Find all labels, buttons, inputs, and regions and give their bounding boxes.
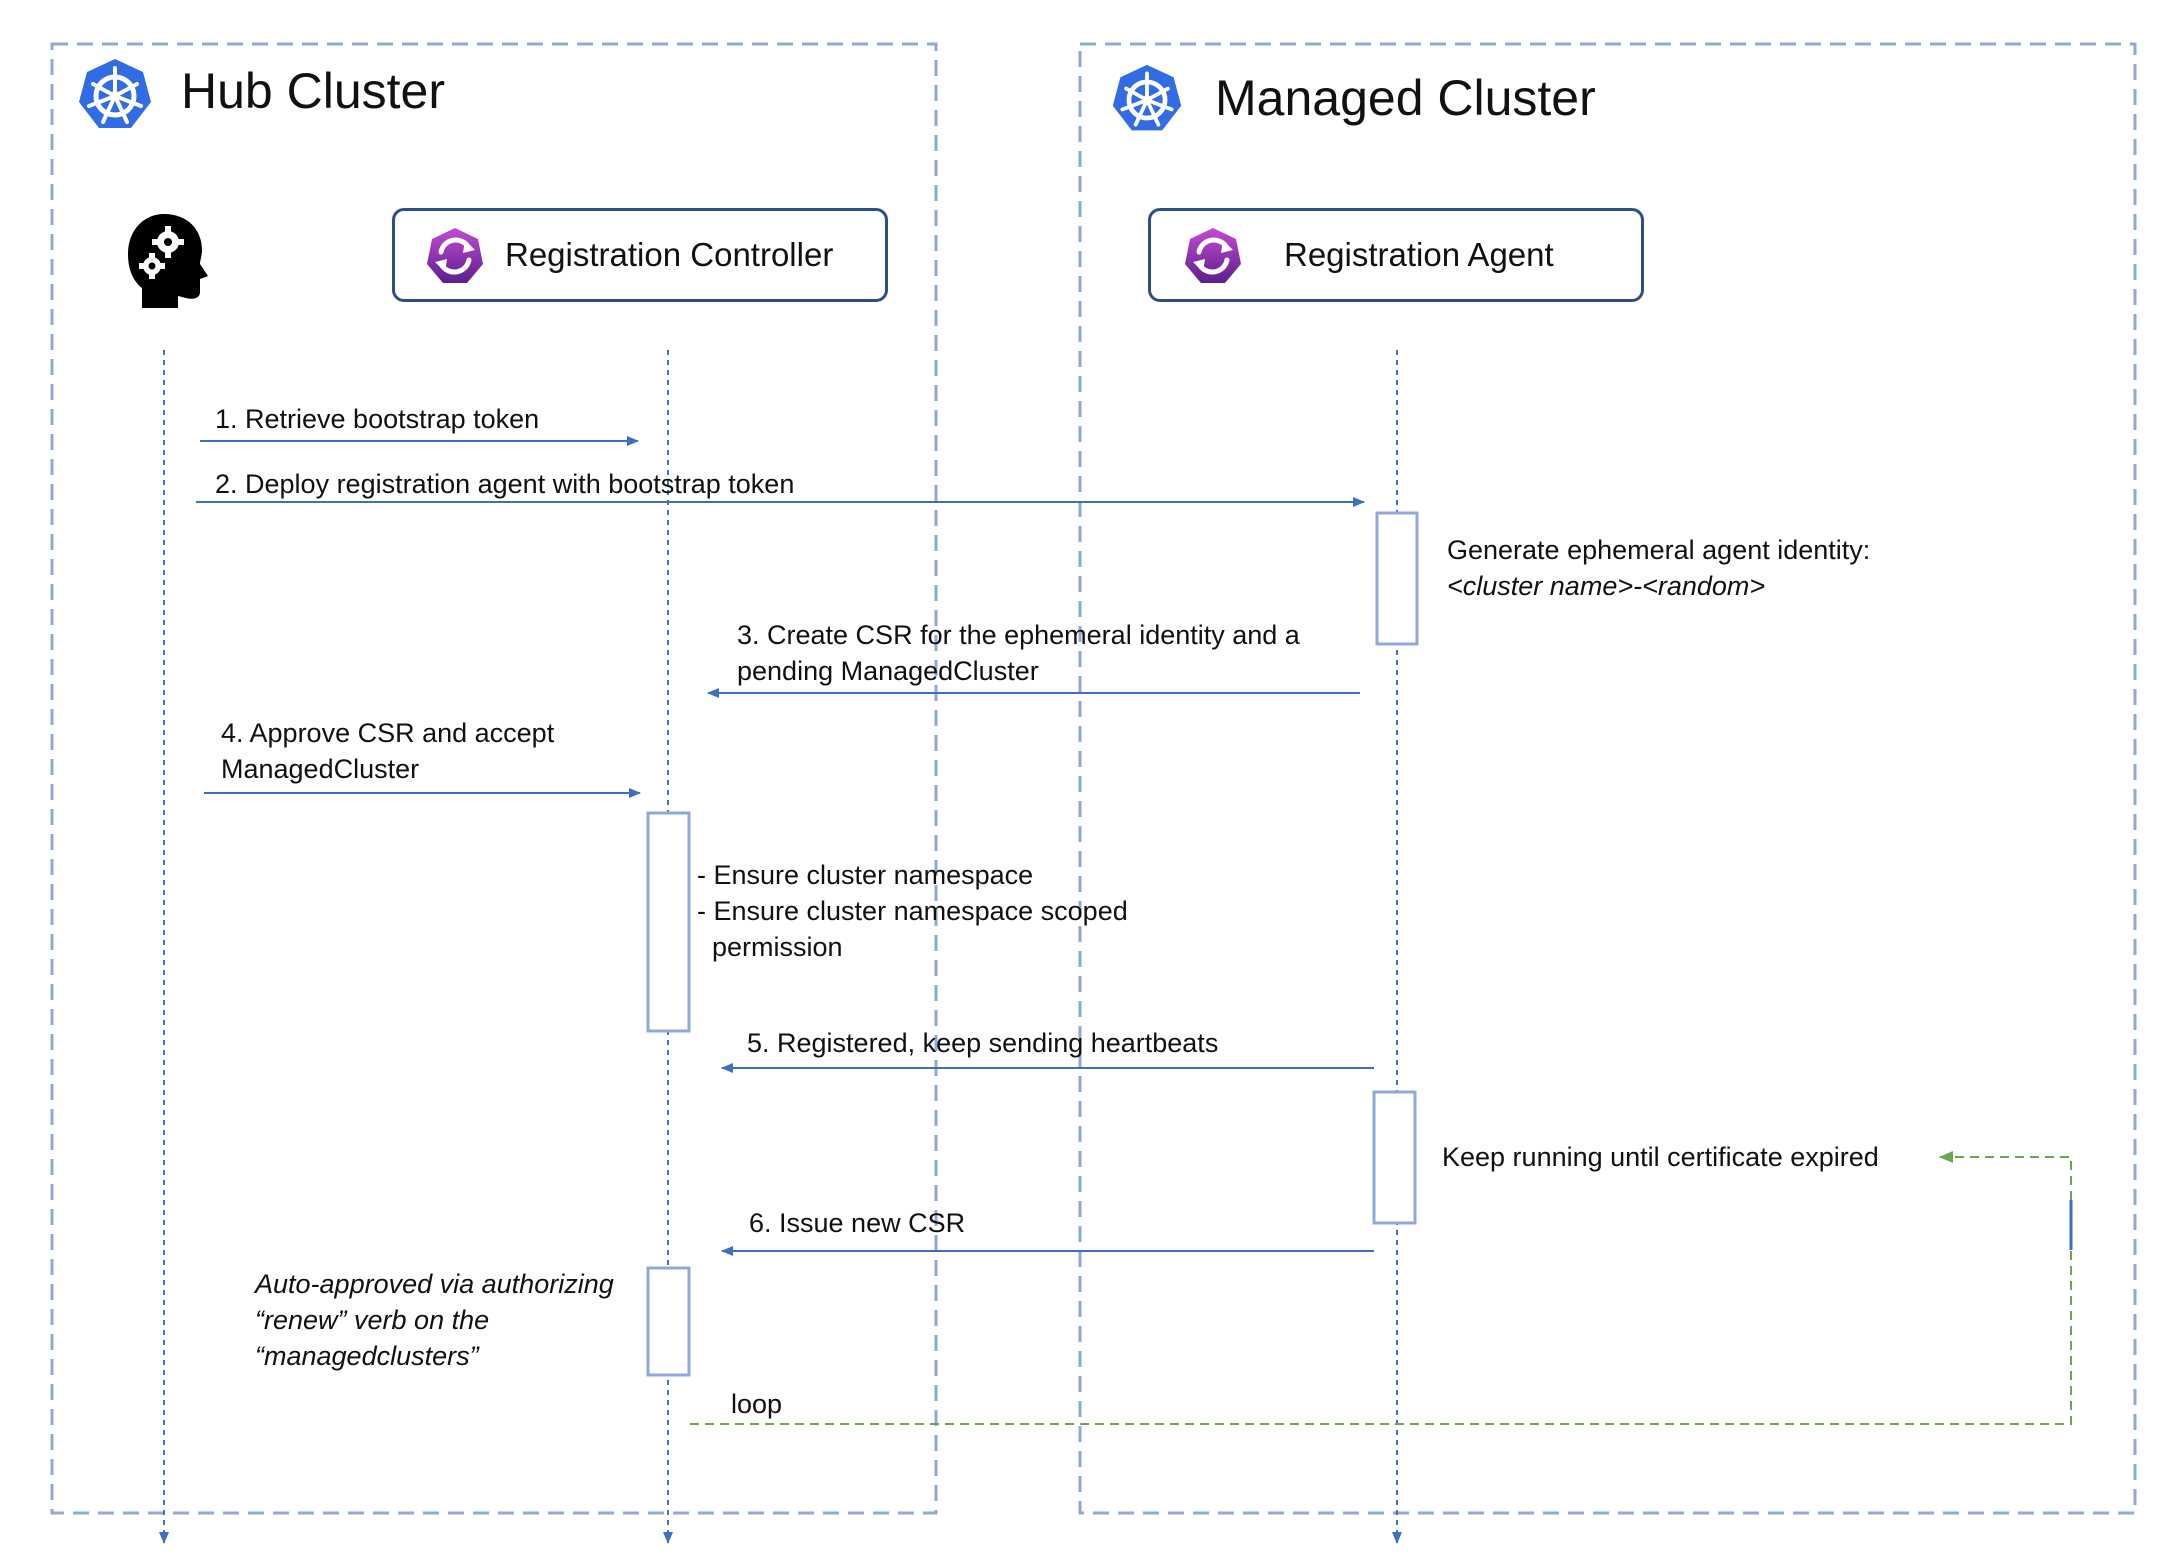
message-4-label-line2: ManagedCluster	[221, 754, 420, 784]
managed-cluster-frame	[1078, 42, 2137, 1515]
admin-head-gears-icon	[126, 212, 208, 308]
message-2-label: 2. Deploy registration agent with bootst…	[215, 469, 795, 499]
auto-approved-note-line2: “renew” verb on the	[255, 1305, 490, 1335]
controller-activation-ensure	[646, 811, 691, 1033]
message-4-label-line1: 4. Approve CSR and accept	[221, 718, 555, 748]
managed-kubernetes-icon	[1109, 62, 1185, 138]
message-6-label: 6. Issue new CSR	[749, 1208, 966, 1238]
managed-cluster-title: Managed Cluster	[1215, 70, 1596, 126]
hub-kubernetes-icon	[75, 56, 155, 136]
registration-agent-box: Registration Agent	[1148, 208, 1644, 302]
registration-controller-label: Registration Controller	[505, 236, 834, 273]
message-1-label: 1. Retrieve bootstrap token	[215, 404, 540, 434]
loop-connector	[690, 1151, 2072, 1425]
agent-activation-identity	[1375, 511, 1419, 646]
controller-activation-renew	[646, 1266, 691, 1377]
registration-controller-box: Registration Controller	[392, 208, 888, 302]
message-3-label-line1: 3. Create CSR for the ephemeral identity…	[737, 620, 1300, 650]
ensure-note-line1: - Ensure cluster namespace	[697, 860, 1034, 890]
agent-operator-logo-icon	[1183, 226, 1243, 286]
agent-activation-running	[1372, 1090, 1417, 1225]
auto-approved-note-line1: Auto-approved via authorizing	[255, 1269, 614, 1299]
registration-agent-label: Registration Agent	[1284, 236, 1554, 273]
hub-cluster-title: Hub Cluster	[181, 63, 445, 119]
identity-note-line1: Generate ephemeral agent identity:	[1447, 535, 1871, 565]
loop-label: loop	[731, 1389, 783, 1419]
identity-note-line2: <cluster name>-<random>	[1447, 571, 1766, 601]
keep-running-note: Keep running until certificate expired	[1442, 1142, 1879, 1172]
message-5-label: 5. Registered, keep sending heartbeats	[747, 1028, 1219, 1058]
ensure-note-line2: - Ensure cluster namespace scoped	[697, 896, 1128, 926]
message-3-label-line2: pending ManagedCluster	[737, 656, 1039, 686]
auto-approved-note-line3: “managedclusters”	[255, 1341, 479, 1371]
ensure-note-line3: permission	[697, 932, 843, 962]
controller-operator-logo-icon	[425, 226, 485, 286]
